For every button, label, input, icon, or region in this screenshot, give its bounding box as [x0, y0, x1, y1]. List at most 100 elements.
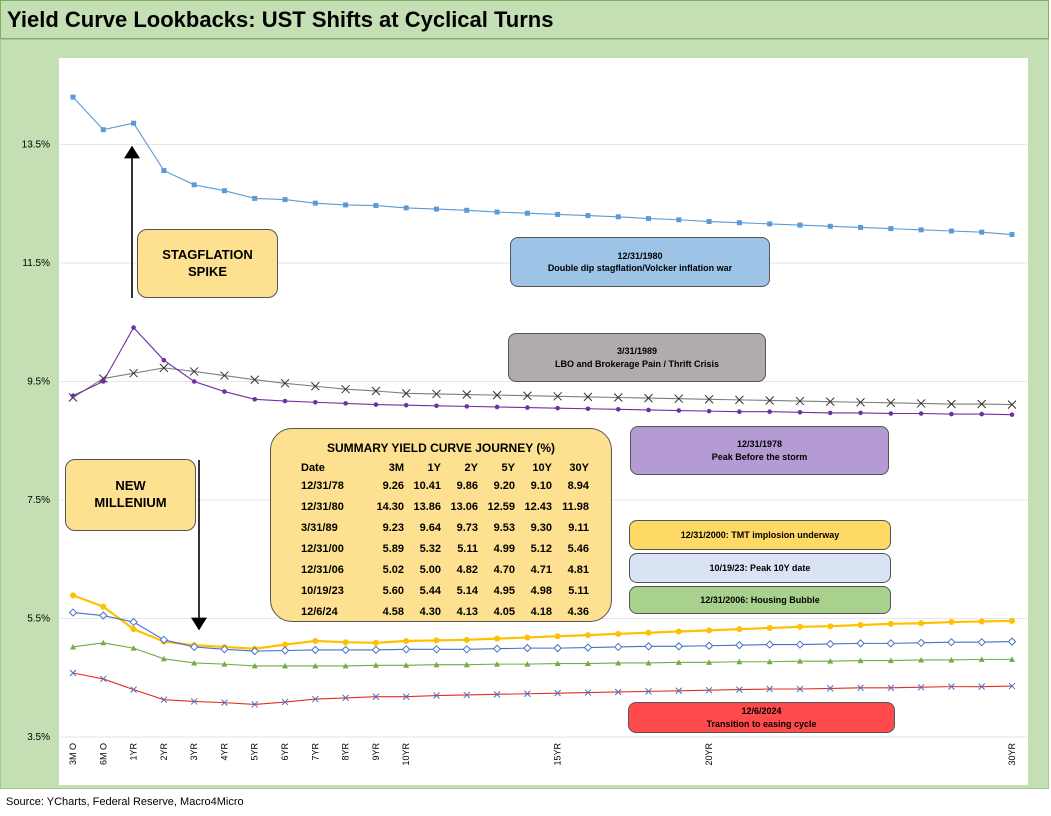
- data-point: [312, 662, 319, 669]
- data-point: [736, 658, 743, 665]
- x-tick-label: 10YR: [401, 743, 411, 766]
- data-point: [644, 642, 653, 651]
- summary-cell: 4.36: [567, 605, 589, 618]
- series-y2006: [70, 639, 1015, 669]
- series-y1989: [68, 363, 1017, 409]
- data-point: [917, 683, 925, 691]
- data-point: [918, 620, 925, 627]
- data-point: [826, 685, 834, 692]
- data-point: [948, 228, 954, 234]
- data-point: [888, 411, 894, 416]
- data-point: [282, 662, 289, 669]
- series-line: [72, 594, 1013, 650]
- data-point: [584, 632, 591, 639]
- data-point: [767, 409, 772, 415]
- summary-header-1y: 1Y: [427, 462, 441, 474]
- data-point: [281, 698, 289, 706]
- y-tick-label: 3.5%: [27, 732, 50, 743]
- summary-cell: 5.14: [456, 584, 478, 597]
- label-1978-date: 12/31/1978: [736, 439, 783, 450]
- summary-cell: 4.13: [456, 605, 478, 618]
- summary-cell: 5.89: [382, 542, 404, 555]
- summary-cell: 4.30: [419, 605, 441, 618]
- data-point: [70, 592, 76, 599]
- summary-cell: 13.06: [450, 500, 478, 513]
- x-tick-label: 8YR: [341, 743, 351, 761]
- summary-cell: 13.86: [413, 500, 441, 513]
- data-point: [69, 669, 77, 677]
- data-point: [190, 698, 198, 705]
- summary-cell: 4.82: [456, 563, 478, 576]
- data-point: [432, 389, 441, 399]
- data-point: [523, 391, 532, 401]
- data-point: [432, 645, 441, 654]
- data-point: [523, 643, 532, 653]
- data-point: [99, 611, 108, 620]
- x-tick-label: 5YR: [250, 743, 260, 761]
- data-point: [99, 675, 107, 683]
- label-1980: 12/31/1980 Double dip stagflation/Volcke…: [510, 237, 770, 287]
- summary-cell: 14.30: [376, 500, 404, 513]
- x-tick-label: 9YR: [371, 743, 381, 761]
- data-point: [916, 399, 926, 408]
- data-point: [827, 223, 833, 229]
- arrow-layer: [124, 145, 207, 631]
- data-point: [646, 407, 651, 413]
- data-point: [796, 658, 803, 664]
- data-point: [736, 626, 743, 633]
- label-1989: 3/31/1989 LBO and Brokerage Pain / Thrif…: [508, 333, 766, 382]
- millenium-callout: NEW MILLENIUM: [65, 459, 196, 531]
- x-tick-label: 7YR: [310, 743, 320, 761]
- summary-row: 12/31/78 9.26 10.41 9.86 9.20 9.10 8.94: [301, 475, 589, 496]
- data-point: [221, 699, 228, 706]
- data-point: [585, 406, 591, 412]
- data-point: [129, 617, 138, 627]
- data-point: [704, 641, 714, 650]
- summary-cell: 8.94: [567, 479, 589, 492]
- data-point: [372, 662, 379, 668]
- stagflation-callout: STAGFLATION SPIKE: [137, 229, 278, 298]
- source-note: Source: YCharts, Federal Reserve, Macro4…: [6, 796, 244, 808]
- data-point: [615, 630, 622, 637]
- series-line: [72, 326, 1013, 416]
- page-title: Yield Curve Lookbacks: UST Shifts at Cyc…: [7, 7, 554, 32]
- series-line: [72, 367, 1013, 406]
- data-point: [645, 688, 652, 695]
- data-point: [825, 397, 835, 406]
- data-point: [402, 693, 410, 701]
- summary-header-date: Date: [301, 462, 325, 474]
- data-point: [463, 691, 471, 699]
- data-point: [342, 694, 349, 702]
- data-point: [918, 227, 924, 233]
- data-point: [585, 213, 591, 219]
- data-point: [554, 689, 561, 697]
- summary-cell: 4.95: [493, 584, 515, 597]
- x-tick-label: 6M O: [98, 743, 108, 765]
- data-point: [795, 396, 805, 406]
- summary-cell: 9.10: [530, 479, 552, 492]
- summary-cell: 5.11: [457, 542, 478, 555]
- data-point: [706, 408, 712, 414]
- data-point: [373, 402, 379, 407]
- series-layer: [68, 94, 1017, 708]
- x-tick-label: 2YR: [159, 743, 169, 761]
- data-point: [675, 628, 682, 635]
- label-2024: 12/6/2024 Transition to easing cycle: [628, 702, 895, 733]
- data-point: [827, 658, 834, 664]
- data-point: [857, 622, 864, 629]
- data-point: [886, 639, 896, 648]
- data-point: [977, 399, 987, 409]
- data-point: [797, 222, 803, 228]
- y-tick-label: 5.5%: [27, 614, 50, 625]
- summary-header-30y: 30Y: [569, 462, 589, 474]
- data-point: [100, 127, 106, 133]
- data-point: [615, 659, 622, 666]
- series-line: [72, 672, 1013, 705]
- data-point: [401, 645, 411, 654]
- data-point: [737, 409, 742, 415]
- millenium-line-1: NEW: [115, 478, 146, 494]
- data-point: [583, 643, 593, 652]
- data-point: [70, 393, 76, 399]
